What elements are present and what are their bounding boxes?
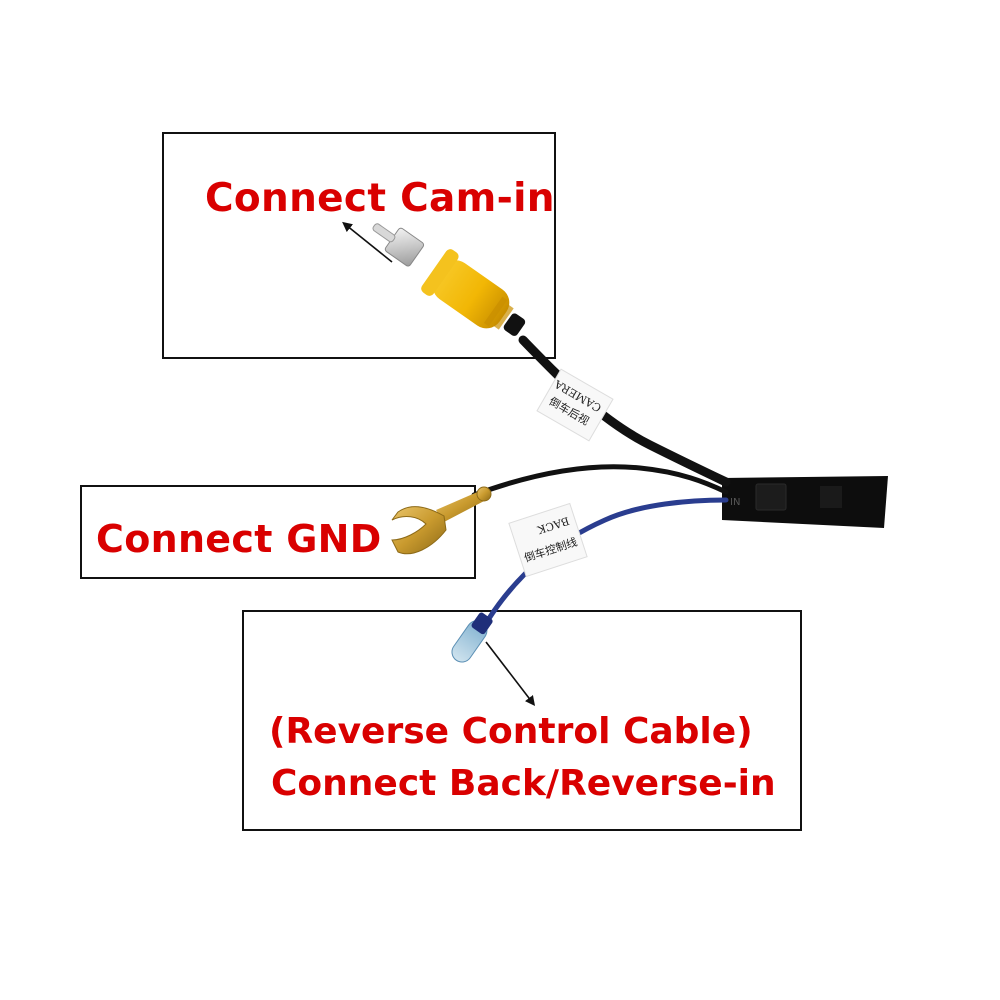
cam-in-box bbox=[162, 132, 556, 359]
svg-text:IN: IN bbox=[730, 497, 740, 508]
gnd-wire bbox=[471, 464, 729, 498]
main-connector: IN bbox=[722, 476, 888, 528]
reverse-cable-label: (Reverse Control Cable) bbox=[269, 711, 753, 752]
rca-plug bbox=[372, 223, 526, 336]
gnd-box bbox=[80, 485, 476, 579]
reverse-wire bbox=[485, 497, 729, 623]
back-tag: BACK 倒车控制线 bbox=[508, 502, 588, 578]
cam-in-label: Connect Cam-in bbox=[205, 176, 555, 221]
reverse-box bbox=[242, 610, 802, 831]
reverse-in-label: Connect Back/Reverse-in bbox=[271, 763, 776, 804]
camera-wire bbox=[518, 335, 731, 487]
reverse-arrow bbox=[485, 641, 536, 706]
cam-in-arrow bbox=[342, 221, 393, 263]
reverse-wire-tip bbox=[451, 612, 493, 663]
camera-tag: CAMERA 倒车后视 bbox=[536, 368, 614, 442]
gnd-fork-terminal bbox=[391, 486, 492, 555]
gnd-label: Connect GND bbox=[96, 517, 382, 561]
